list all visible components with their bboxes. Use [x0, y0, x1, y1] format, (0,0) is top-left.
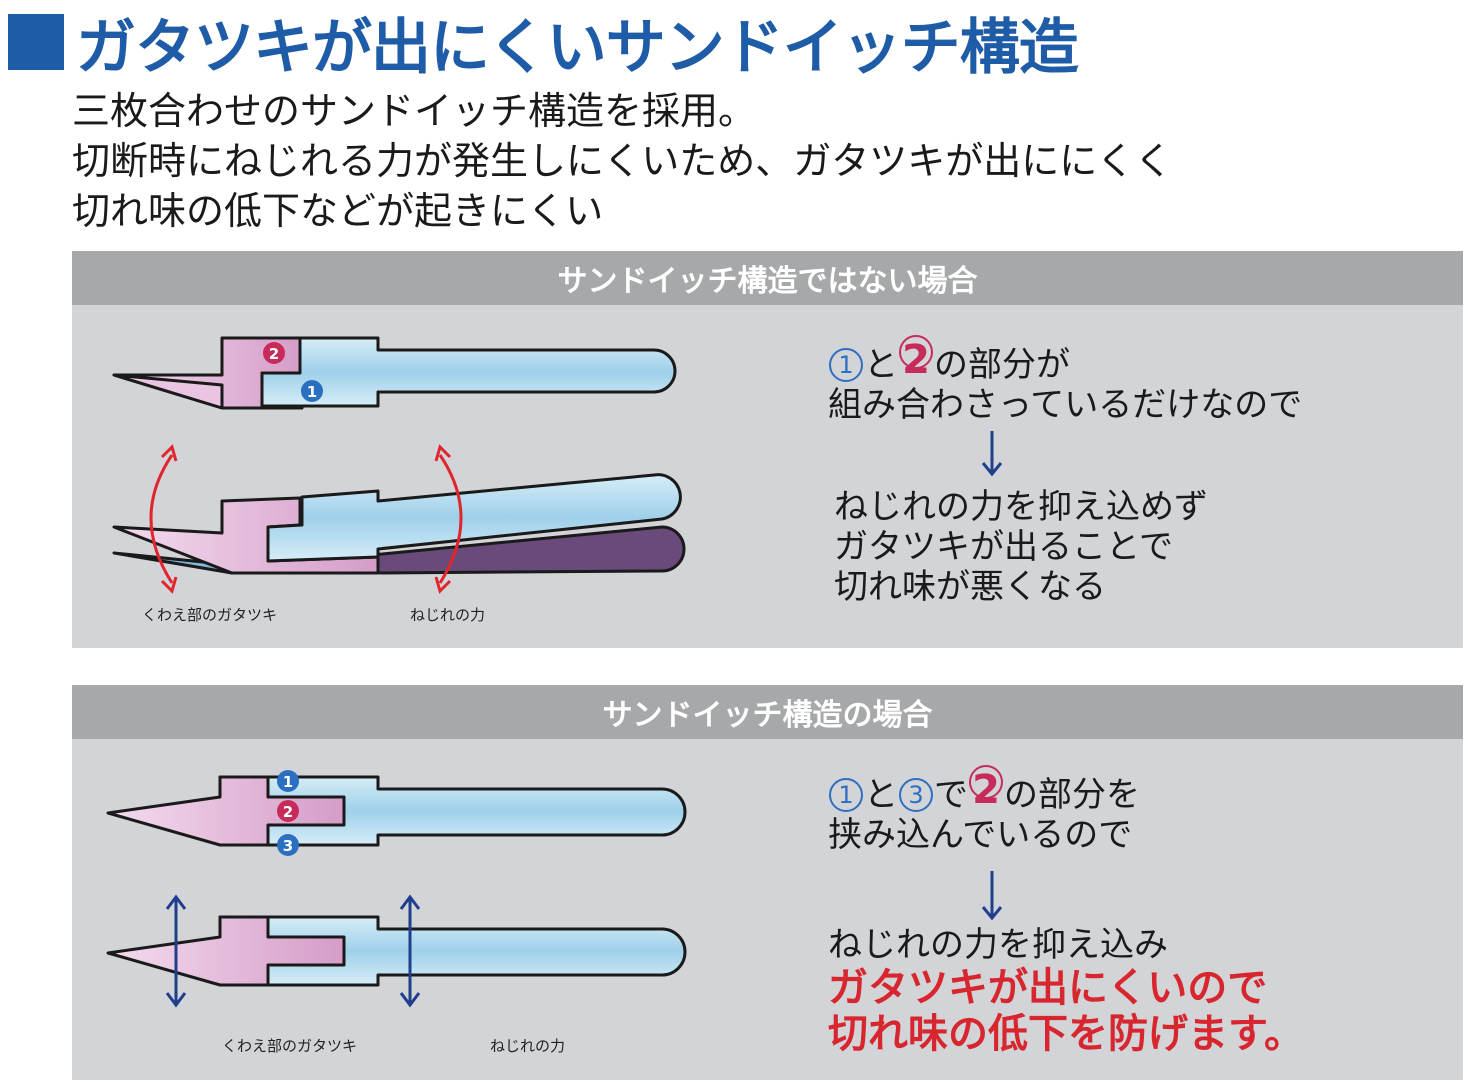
result-without: ねじれの力を抑え込めず ガタツキが出ることで 切れ味が悪くなる — [834, 487, 1208, 607]
circled-2-icon: 2 — [899, 335, 933, 383]
navy-arrowheads-right — [399, 894, 421, 1008]
down-arrow-icon — [981, 871, 1003, 921]
headline-square-icon — [8, 14, 64, 70]
down-arrow-icon — [981, 431, 1003, 477]
sandwich-part-1-label: 1 — [283, 773, 293, 791]
red-twist-arrow-left — [149, 454, 174, 584]
panel-with-title: サンドイッチ構造の場合 — [72, 685, 1463, 739]
intro-line-3: 切れ味の低下などが起きにくい — [72, 189, 604, 233]
intro-text: 三枚合わせのサンドイッチ構造を採用。 切断時にねじれる力が発生しにくいため、ガタ… — [72, 86, 1172, 236]
result-without-line-3: 切れ味が悪くなる — [834, 567, 1106, 607]
result-without-line-2: ガタツキが出ることで — [834, 527, 1173, 567]
caption-jaw-wobble: くわえ部のガタツキ — [142, 606, 278, 624]
intro-line-1: 三枚合わせのサンドイッチ構造を採用。 — [72, 89, 757, 133]
result-with-line-1: ねじれの力を抑え込み — [828, 925, 1168, 965]
red-twist-arrow-right — [438, 454, 463, 584]
panel-without-title: サンドイッチ構造ではない場合 — [72, 251, 1463, 305]
blue-part-sandwich-bottom — [218, 915, 687, 987]
caption-twist-force: ねじれの力 — [410, 606, 486, 624]
caption-jaw-wobble-2: くわえ部のガタツキ — [222, 1037, 358, 1055]
result-with-red-line-1: ガタツキが出にくいので — [828, 965, 1268, 1011]
circled-1-icon: 1 — [829, 348, 863, 382]
explain-with-line-2: 挟み込んでいるので — [828, 815, 1133, 855]
pink-part-sandwich-top — [106, 775, 346, 847]
page-headline: ガタツキが出にくいサンドイッチ構造 — [8, 2, 1079, 83]
blue-part-sandwich-top — [218, 775, 687, 847]
sandwich-part-1-badge — [277, 770, 299, 792]
result-with-red-line-2: 切れ味の低下を防げます。 — [828, 1011, 1304, 1057]
sandwich-part-2-label: 2 — [283, 803, 293, 821]
explain-without-to: と — [864, 345, 898, 385]
sandwich-part-2-badge — [277, 800, 299, 822]
part-1-label: 1 — [307, 383, 317, 401]
red-arrowhead-right-bottom — [434, 576, 452, 594]
intro-line-2: 切断時にねじれる力が発生しにくいため、ガタツキが出ににくく — [72, 139, 1173, 183]
sandwich-part-3-label: 3 — [283, 837, 293, 855]
explain-without-line-2: 組み合わさっているだけなので — [828, 385, 1303, 425]
pink-blade-top — [112, 373, 224, 410]
red-arrowhead-left-top — [160, 444, 178, 462]
headline-text: ガタツキが出にくいサンドイッチ構造 — [76, 12, 1079, 83]
navy-arrowheads-left — [165, 894, 187, 1008]
result-without-line-1: ねじれの力を抑え込めず — [834, 487, 1208, 527]
diagram-with-sandwich: 1 2 3 — [106, 770, 687, 1008]
diagram-without-sandwich: 2 1 — [112, 336, 686, 594]
red-arrowhead-left-bottom — [160, 576, 178, 594]
caption-twist-force-2: ねじれの力 — [490, 1037, 566, 1055]
circled-3-icon: 3 — [899, 778, 933, 812]
explain-without-rest: の部分が — [934, 345, 1070, 385]
explain-with-de: で — [934, 775, 968, 815]
explain-with-to: と — [864, 775, 898, 815]
pink-part-sandwich-bottom — [106, 915, 346, 987]
result-with: ねじれの力を抑え込み ガタツキが出にくいので 切れ味の低下を防げます。 — [828, 925, 1304, 1057]
part-1-badge — [301, 380, 323, 402]
circled-2-icon: 2 — [969, 765, 1003, 813]
blue-part-twisted — [266, 473, 682, 563]
part-2-label: 2 — [269, 345, 279, 363]
blue-part-top — [260, 336, 677, 408]
panel-without-sandwich: サンドイッチ構造ではない場合 2 1 くわえ部のガタツキ — [72, 251, 1463, 648]
sandwich-part-3-badge — [277, 834, 299, 856]
red-arrowhead-right-top — [434, 444, 452, 462]
explain-with-rest: の部分を — [1004, 775, 1140, 815]
part-2-badge — [263, 342, 285, 364]
circled-1-icon: 1 — [829, 778, 863, 812]
